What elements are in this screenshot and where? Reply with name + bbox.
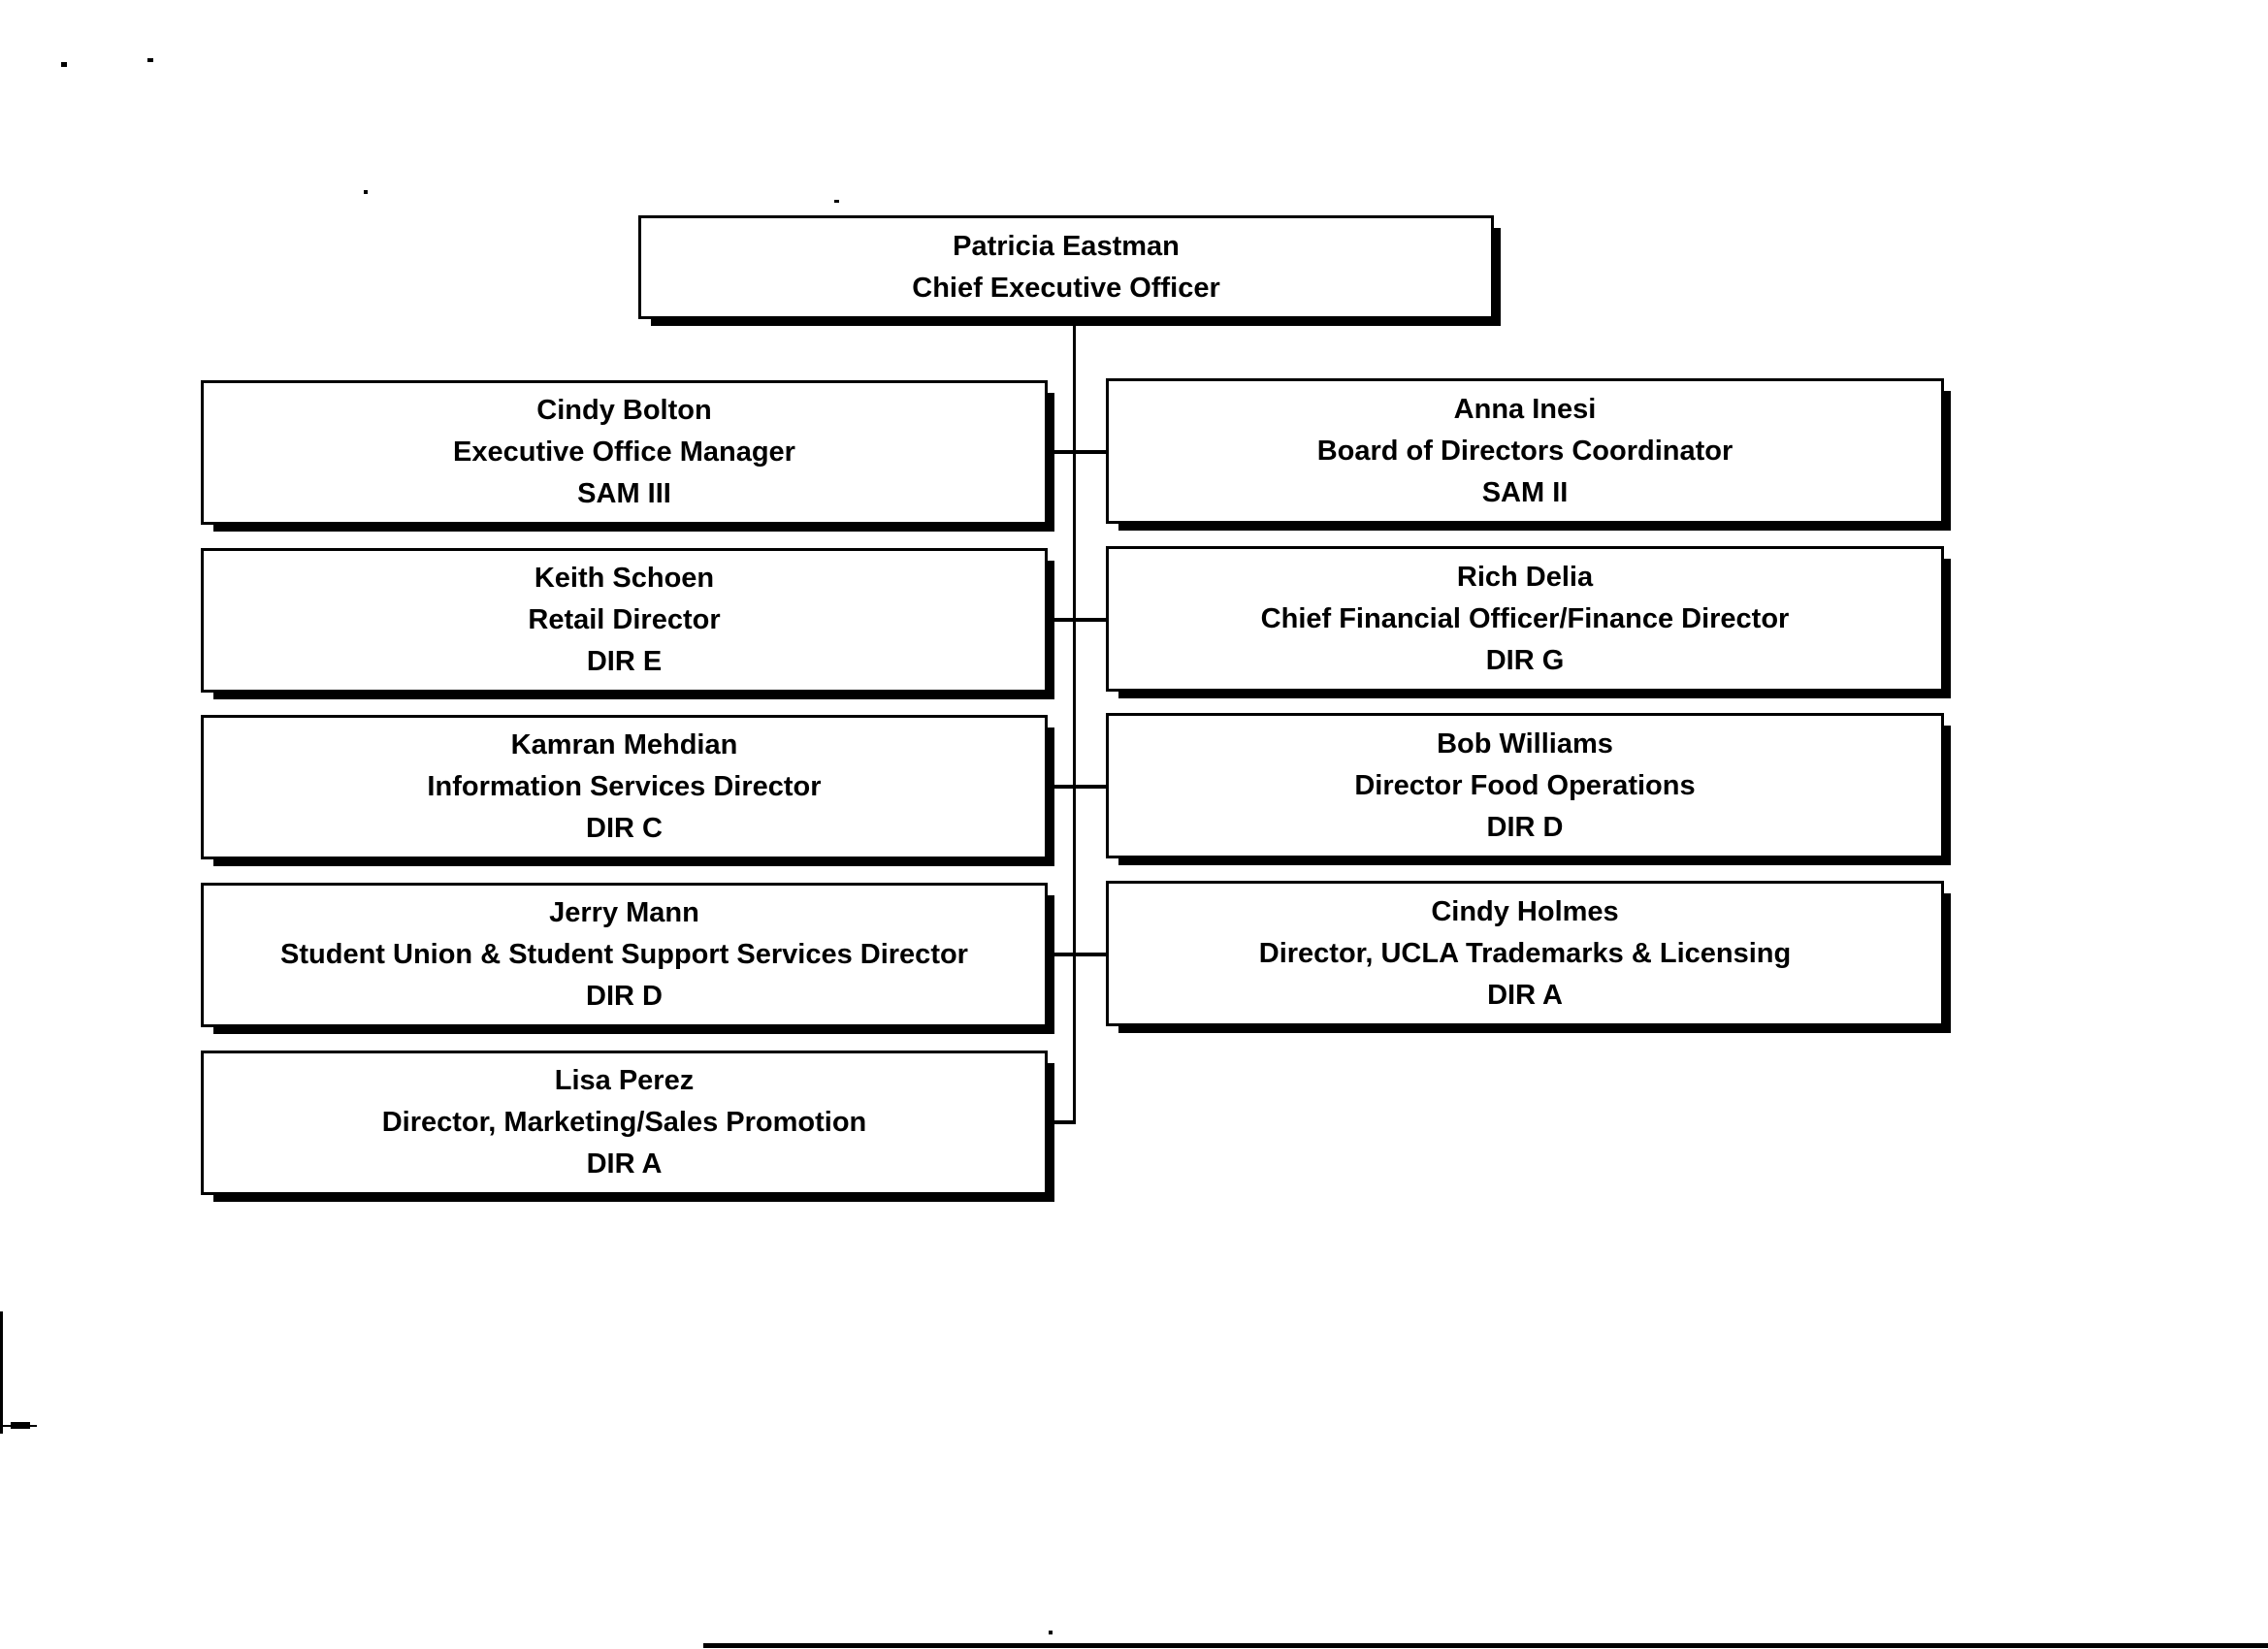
org-box-right-3: Bob Williams Director Food Operations DI… [1106,713,1944,858]
org-box-ceo: Patricia Eastman Chief Executive Officer [638,215,1494,319]
org-box-left-4: Jerry Mann Student Union & Student Suppo… [201,883,1048,1027]
person-name: Jerry Mann [549,897,699,928]
org-box-right-2: Rich Delia Chief Financial Officer/Finan… [1106,546,1944,692]
person-grade: DIR A [1487,979,1563,1011]
person-grade: DIR C [586,813,663,844]
scan-speck [834,200,839,203]
person-name: Lisa Perez [554,1065,695,1096]
person-title: Director Food Operations [1354,769,1696,801]
person-name: Kamran Mehdian [510,729,738,760]
scan-speck [147,58,153,62]
person-title: Executive Office Manager [453,436,795,468]
person-name: Keith Schoen [534,563,715,594]
person-name: Patricia Eastman [953,230,1180,262]
person-name: Cindy Holmes [1431,895,1619,927]
org-box-left-3: Kamran Mehdian Information Services Dire… [201,715,1048,859]
connector-row-1 [1044,450,1108,454]
scan-speck [364,190,368,194]
scan-speck [61,62,67,67]
person-grade: DIR E [586,646,663,677]
scan-edge-line-bottom [703,1643,2268,1648]
person-name: Rich Delia [1456,561,1594,593]
person-title: Director, Marketing/Sales Promotion [381,1107,867,1138]
person-grade: SAM III [577,478,671,509]
scan-speck [1049,1631,1053,1634]
org-box-right-4: Cindy Holmes Director, UCLA Trademarks &… [1106,881,1944,1026]
person-name: Bob Williams [1437,728,1613,760]
person-title: Information Services Director [427,771,822,802]
person-grade: DIR A [586,1148,663,1180]
org-box-left-5: Lisa Perez Director, Marketing/Sales Pro… [201,1051,1048,1195]
scan-edge-line-left-vertical [0,1311,3,1434]
connector-row-2 [1044,618,1108,622]
connector-row-4 [1044,953,1108,956]
connector-trunk-vertical [1073,316,1076,1124]
person-title: Director, UCLA Trademarks & Licensing [1258,937,1792,969]
person-title: Student Union & Student Support Services… [280,939,968,970]
person-name: Cindy Bolton [536,395,712,426]
person-grade: DIR D [586,981,663,1012]
org-box-left-2: Keith Schoen Retail Director DIR E [201,548,1048,693]
person-title: Chief Executive Officer [912,272,1220,304]
person-title: Board of Directors Coordinator [1316,435,1733,467]
org-box-left-1: Cindy Bolton Executive Office Manager SA… [201,380,1048,525]
scan-edge-line-left-blob [11,1422,30,1429]
person-title: Chief Financial Officer/Finance Director [1260,602,1790,634]
org-box-right-1: Anna Inesi Board of Directors Coordinato… [1106,378,1944,524]
connector-row-5 [1044,1120,1076,1124]
person-grade: SAM II [1481,476,1569,508]
person-grade: DIR G [1485,644,1565,676]
person-title: Retail Director [528,604,721,635]
person-name: Anna Inesi [1453,393,1597,425]
connector-row-3 [1044,785,1108,789]
person-grade: DIR D [1486,811,1564,843]
